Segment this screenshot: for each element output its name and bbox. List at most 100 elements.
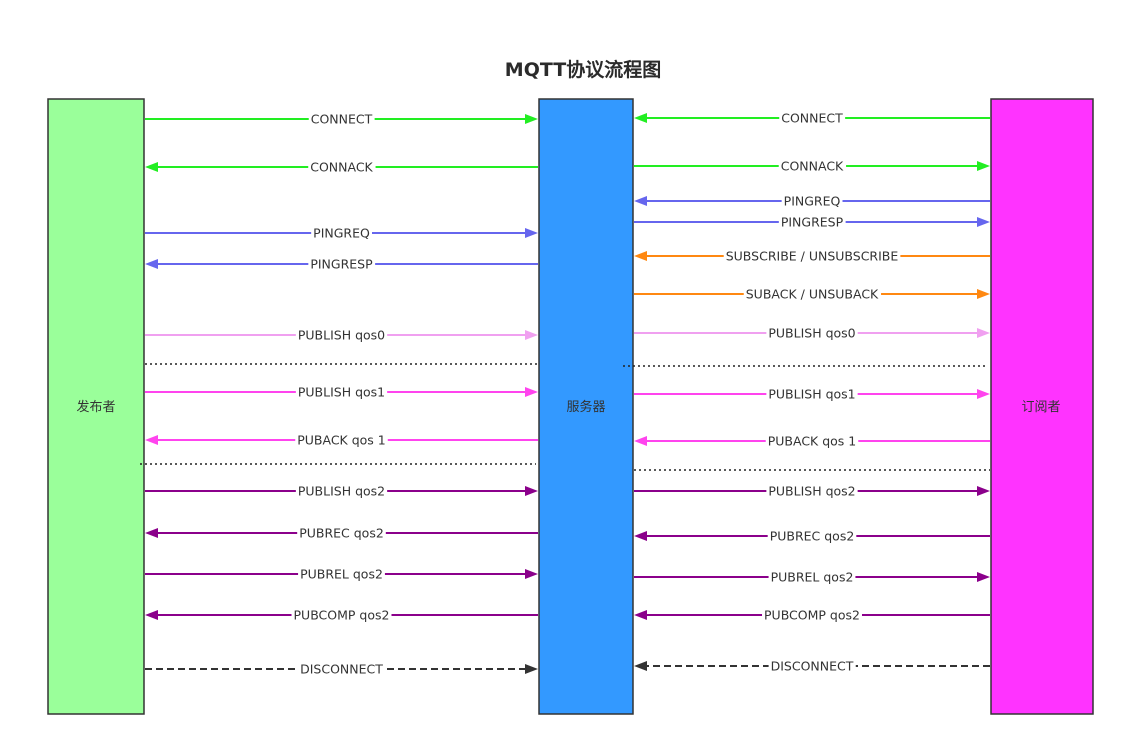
message-arrows: CONNECT CONNACK PINGREQ PINGRESP PUBLISH qos… (145, 111, 990, 677)
message-label: CONNECT (311, 112, 373, 127)
message-label: PUBCOMP qos2 (294, 608, 390, 623)
left-message-pingreq: PINGREQ (145, 226, 538, 241)
message-label: PUBLISH qos1 (298, 385, 385, 400)
label-background (308, 113, 375, 125)
left-message-connect: CONNECT (145, 112, 538, 127)
label-background (766, 388, 858, 400)
message-label: PUBREL qos2 (300, 567, 383, 582)
right-message-connack: CONNACK (634, 159, 990, 174)
right-message-connect: CONNECT (634, 111, 990, 126)
message-label: DISCONNECT (300, 662, 383, 677)
arrow-head-icon (634, 436, 647, 446)
arrow-head-icon (145, 259, 158, 269)
message-label: DISCONNECT (771, 659, 854, 674)
arrow-head-icon (145, 162, 158, 172)
label-background (766, 327, 858, 339)
left-message-connack: CONNACK (145, 160, 538, 175)
arrow-head-icon (525, 228, 538, 238)
label-background (295, 485, 388, 497)
message-label: PUBACK qos 1 (768, 434, 857, 449)
server-lifeline (538, 98, 634, 715)
label-background (295, 434, 388, 446)
arrow-head-icon (977, 486, 990, 496)
message-label: PUBCOMP qos2 (764, 608, 860, 623)
arrow-head-icon (977, 328, 990, 338)
left-message-puback-qos-1: PUBACK qos 1 (145, 433, 538, 448)
message-label: PINGREQ (784, 194, 841, 209)
diagram-title: MQTT协议流程图 (505, 58, 661, 81)
arrow-head-icon (634, 531, 647, 541)
message-label: PUBREC qos2 (299, 526, 384, 541)
message-label: PINGREQ (313, 226, 370, 241)
arrow-head-icon (634, 610, 647, 620)
left-message-publish-qos2: PUBLISH qos2 (145, 484, 538, 499)
qos-separators (140, 363, 990, 471)
right-message-publish-qos2: PUBLISH qos2 (634, 484, 990, 499)
message-label: CONNACK (781, 159, 844, 174)
arrow-head-icon (634, 661, 647, 671)
label-background (295, 329, 388, 341)
left-message-publish-qos0: PUBLISH qos0 (145, 328, 538, 343)
arrow-head-icon (634, 196, 647, 206)
label-background (298, 568, 385, 580)
label-background (308, 258, 376, 270)
label-background (767, 530, 857, 542)
label-background (311, 227, 373, 239)
label-background (308, 161, 376, 173)
right-message-pubrec-qos2: PUBREC qos2 (634, 529, 990, 544)
arrow-head-icon (145, 610, 158, 620)
arrow-head-icon (525, 387, 538, 397)
message-label: PUBLISH qos2 (298, 484, 385, 499)
label-background (723, 250, 901, 262)
left-message-disconnect: DISCONNECT (145, 662, 538, 677)
label-background (765, 435, 859, 447)
message-label: PUBREL qos2 (771, 570, 854, 585)
label-background (766, 485, 858, 497)
arrow-head-icon (977, 389, 990, 399)
left-message-pingresp: PINGRESP (145, 257, 538, 272)
arrow-head-icon (634, 251, 647, 261)
arrow-head-icon (525, 330, 538, 340)
right-message-subscribe-unsubscribe: SUBSCRIBE / UNSUBSCRIBE (634, 249, 990, 264)
arrow-head-icon (634, 113, 647, 123)
server-label: 服务器 (566, 399, 605, 415)
right-message-pingreq: PINGREQ (634, 194, 990, 209)
arrow-head-icon (525, 569, 538, 579)
message-label: SUBSCRIBE / UNSUBSCRIBE (726, 249, 899, 264)
label-background (743, 288, 882, 300)
right-message-pingresp: PINGRESP (634, 215, 990, 230)
arrow-head-icon (977, 161, 990, 171)
arrow-head-icon (145, 435, 158, 445)
message-label: CONNACK (310, 160, 373, 175)
left-message-publish-qos1: PUBLISH qos1 (145, 385, 538, 400)
label-background (778, 216, 846, 228)
right-message-pubrel-qos2: PUBREL qos2 (634, 570, 990, 585)
publisher-lifeline (47, 98, 145, 715)
message-label: CONNECT (781, 111, 843, 126)
label-background (291, 609, 392, 621)
right-message-disconnect: DISCONNECT (634, 659, 990, 674)
arrow-head-icon (525, 114, 538, 124)
message-label: PUBREC qos2 (770, 529, 855, 544)
right-message-puback-qos-1: PUBACK qos 1 (634, 434, 990, 449)
right-message-publish-qos0: PUBLISH qos0 (634, 326, 990, 341)
right-message-suback-unsuback: SUBACK / UNSUBACK (634, 287, 990, 302)
message-label: PUBLISH qos1 (768, 387, 855, 402)
right-message-pubcomp-qos2: PUBCOMP qos2 (634, 608, 990, 623)
left-message-pubcomp-qos2: PUBCOMP qos2 (145, 608, 538, 623)
label-background (779, 112, 846, 124)
message-label: PUBLISH qos0 (298, 328, 385, 343)
message-label: PINGRESP (781, 215, 844, 230)
label-background (762, 609, 862, 621)
message-label: SUBACK / UNSUBACK (746, 287, 879, 302)
publisher-label: 发布者 (76, 399, 115, 415)
message-label: PUBACK qos 1 (297, 433, 386, 448)
label-background (298, 663, 386, 675)
label-background (295, 386, 388, 398)
label-background (778, 160, 847, 172)
arrow-head-icon (977, 217, 990, 227)
label-background (768, 660, 856, 672)
message-label: PUBLISH qos2 (768, 484, 855, 499)
subscriber-lifeline (990, 98, 1094, 715)
